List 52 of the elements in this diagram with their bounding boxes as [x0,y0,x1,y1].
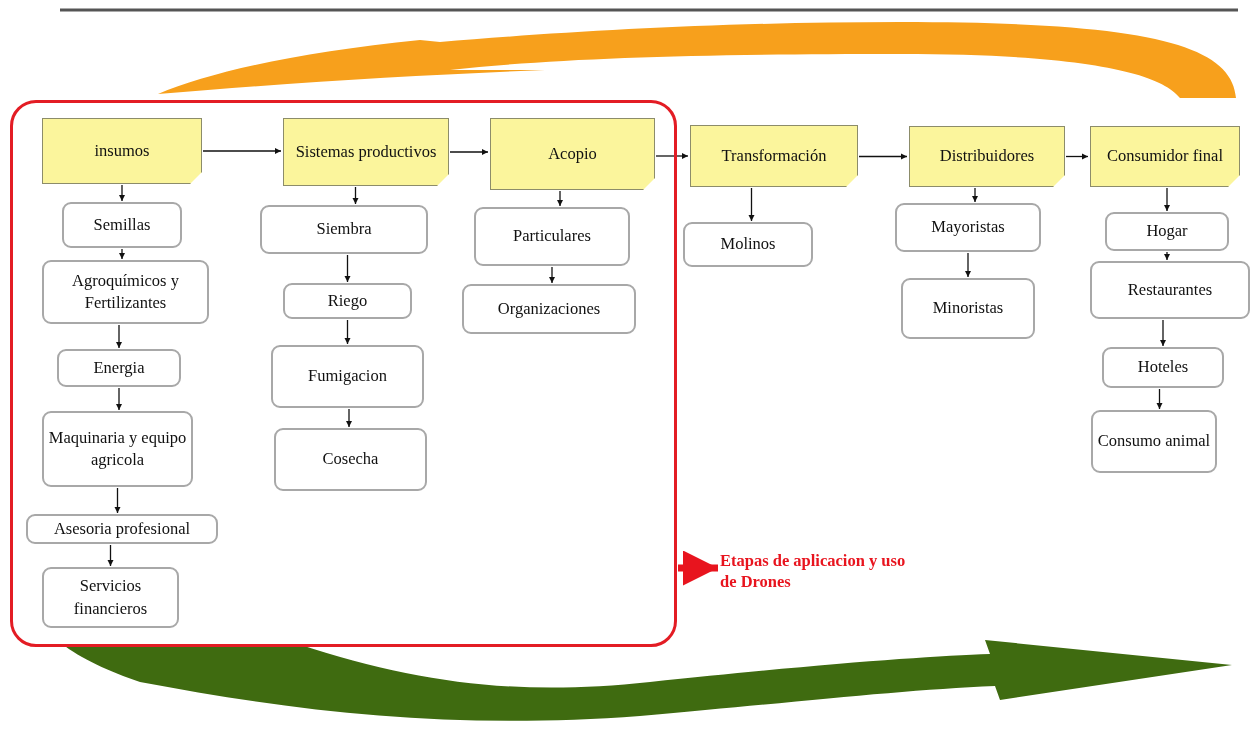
stage-note: Consumidor final [1090,126,1240,187]
callout-text: Etapas de aplicacion y uso de Drones [720,546,910,596]
stage-note: Distribuidores [909,126,1065,187]
process-box: Consumo animal [1091,410,1217,473]
arrow [118,248,126,260]
arrow [971,187,979,203]
arrow [556,190,564,207]
arrow [352,186,359,205]
stage-note: Acopio [490,118,655,190]
arrow [118,184,126,202]
arrow [114,487,121,514]
stage-note: Sistemas productivos [283,118,449,186]
process-box: Organizaciones [462,284,636,334]
process-box: Semillas [62,202,182,248]
process-box: Riego [283,283,412,319]
arrow [748,187,755,222]
arrow [449,148,489,156]
arrow [345,408,353,428]
arrow [1163,187,1171,212]
arrow [115,324,123,349]
process-box: Molinos [683,222,813,267]
arrow [678,550,718,586]
process-box: Maquinaria y equipo agricola [42,411,193,487]
process-box: Fumigacion [271,345,424,408]
arrow [964,252,972,278]
arrow [344,254,351,283]
process-box: Mayoristas [895,203,1041,252]
arrow [107,544,114,567]
process-box: Energia [57,349,181,387]
process-box: Siembra [260,205,428,254]
arrow [655,152,689,160]
arrow [858,153,908,160]
arrow [344,319,351,345]
process-box: Minoristas [901,278,1035,339]
arrow [1156,388,1163,410]
frame-box [10,100,677,647]
process-box: Hogar [1105,212,1229,251]
arrow [1163,251,1171,261]
process-box: Hoteles [1102,347,1224,388]
arrow [1159,319,1167,347]
stage-note: insumos [42,118,202,184]
arrow [115,387,123,411]
arrow [1065,153,1089,160]
process-box: Restaurantes [1090,261,1250,319]
process-box: Particulares [474,207,630,266]
process-box: Asesoria profesional [26,514,218,544]
process-box: Agroquímicos y Fertilizantes [42,260,209,324]
arrow [548,266,556,284]
process-box: Servicios financieros [42,567,179,628]
process-box: Cosecha [274,428,427,491]
arrow [202,147,282,155]
stage-note: Transformación [690,125,858,187]
